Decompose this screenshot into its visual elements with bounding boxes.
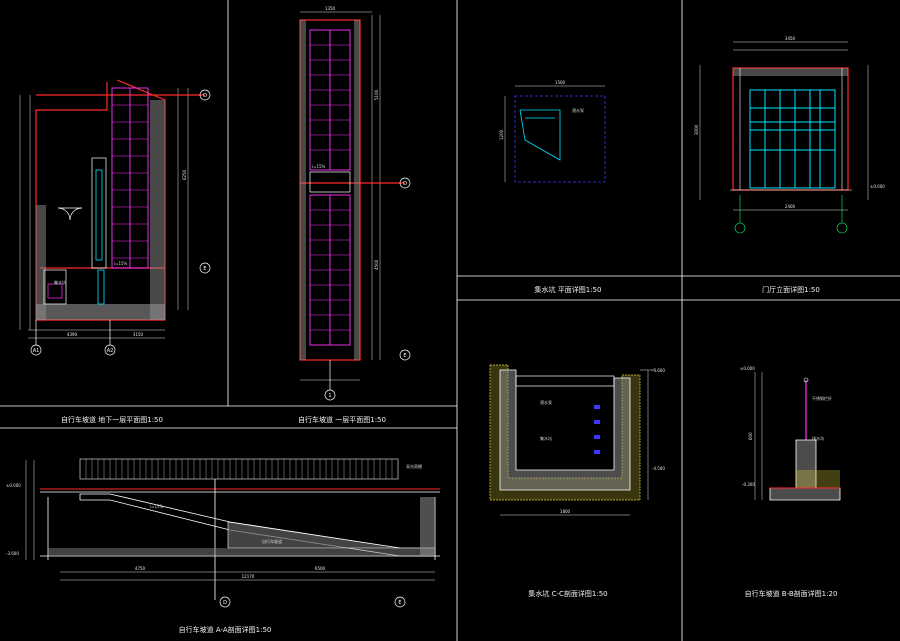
- title-section-cc: 集水坑 C-C剖面详图1:50: [528, 589, 607, 598]
- title-door-elevation: 门厅立面详图1:50: [762, 285, 820, 294]
- label-sump-b1: 集水坑: [54, 279, 66, 285]
- dim-plan-f1-top: 1350: [325, 6, 336, 11]
- axis-d-f1: D: [403, 181, 407, 187]
- label-ramp-section-aa: 自行车坡道: [262, 538, 282, 544]
- label-sump-pump: 潜水泵: [572, 107, 584, 113]
- title-section-aa: 自行车坡道 A-A剖面详图1:50: [179, 625, 272, 634]
- axis-e-section-aa: E: [398, 600, 401, 606]
- elev-section-aa-bottom: -3.600: [6, 551, 19, 556]
- title-section-bb: 自行车坡道 B-B剖面详图1:20: [745, 589, 838, 598]
- dim-section-bb-height: 600: [748, 432, 753, 440]
- section-bb: 600 ±0.000 -0.300 不锈钢栏杆 排水沟 自行车坡道 B-B剖面详…: [740, 366, 841, 598]
- dim-plan-f1-upper: 5100: [374, 89, 379, 100]
- dim-plan-b1-height: 6250: [182, 169, 187, 180]
- dim-sump-width: 1500: [555, 80, 566, 85]
- elev-door-zero: ±0.000: [870, 184, 885, 189]
- elev-section-cc-bottom: -4.500: [652, 466, 665, 471]
- section-aa: D E 4750 6500 12170 ±0.000 -3.600 自行车坡道 …: [6, 458, 440, 634]
- label-section-cc-sump: 集水坑: [540, 435, 552, 441]
- dim-plan-b1-width-a: 4390: [67, 332, 78, 337]
- title-sump-plan: 集水坑 平面详图1:50: [535, 285, 602, 294]
- dim-section-aa-total: 12170: [242, 574, 255, 579]
- axis-d-section-aa: D: [223, 600, 227, 606]
- dim-plan-b1-width-b: 3150: [133, 332, 144, 337]
- dim-section-aa-left: 4750: [135, 566, 146, 571]
- dim-sump-height: 1200: [499, 129, 504, 140]
- label-slope-section-aa: i=15%: [150, 504, 164, 509]
- title-plan-b1: 自行车坡道 地下一层平面图1:50: [61, 415, 163, 424]
- axis-a2-b1: A2: [107, 348, 114, 354]
- axis-e-b1: E: [203, 266, 206, 272]
- elev-section-aa-zero: ±0.000: [6, 483, 21, 488]
- dim-door-height: 3000: [694, 124, 699, 135]
- elev-section-cc-top: -3.600: [652, 368, 665, 373]
- dim-door-bottom: 2400: [785, 204, 796, 209]
- label-slope-f1: i=15%: [312, 164, 326, 169]
- dim-door-width: 3450: [785, 36, 796, 41]
- dim-section-cc-width: 1800: [560, 509, 571, 514]
- axis-one-f1: 1: [328, 393, 331, 399]
- plan-b1: D E A1 A2 6250 4390 3150 集水坑 i=15% 自行车坡道…: [19, 79, 211, 424]
- elev-section-bb-bottom: -0.300: [742, 482, 755, 487]
- label-section-bb-railing: 不锈钢栏杆: [812, 395, 832, 401]
- elev-section-bb-top: ±0.000: [740, 366, 755, 371]
- plan-f1: D E 1 1350 5100 4500 i=15% 自行车坡道 一层平面图1:…: [298, 6, 411, 424]
- dim-plan-f1-lower: 4500: [374, 259, 379, 270]
- door-elevation: 3450 3000 2400 ±0.000 门厅立面详图1:50: [694, 36, 885, 294]
- section-cc: 1800 -3.600 -4.500 潜水泵 集水坑 集水坑 C-C剖面详图1:…: [489, 364, 665, 598]
- label-section-cc-pump: 潜水泵: [540, 399, 552, 405]
- label-rain-cover: 采光雨棚: [406, 463, 422, 469]
- dim-section-aa-right: 6500: [315, 566, 326, 571]
- axis-e-f1: E: [403, 353, 406, 359]
- axis-a1-b1: A1: [33, 348, 40, 354]
- axis-d-b1: D: [203, 93, 207, 99]
- label-section-bb-downpipe: 排水沟: [812, 435, 824, 441]
- sump-plan: 1500 1200 潜水泵 集水坑 平面详图1:50: [499, 80, 606, 294]
- title-plan-f1: 自行车坡道 一层平面图1:50: [298, 415, 386, 424]
- label-slope-b1: i=15%: [114, 261, 128, 266]
